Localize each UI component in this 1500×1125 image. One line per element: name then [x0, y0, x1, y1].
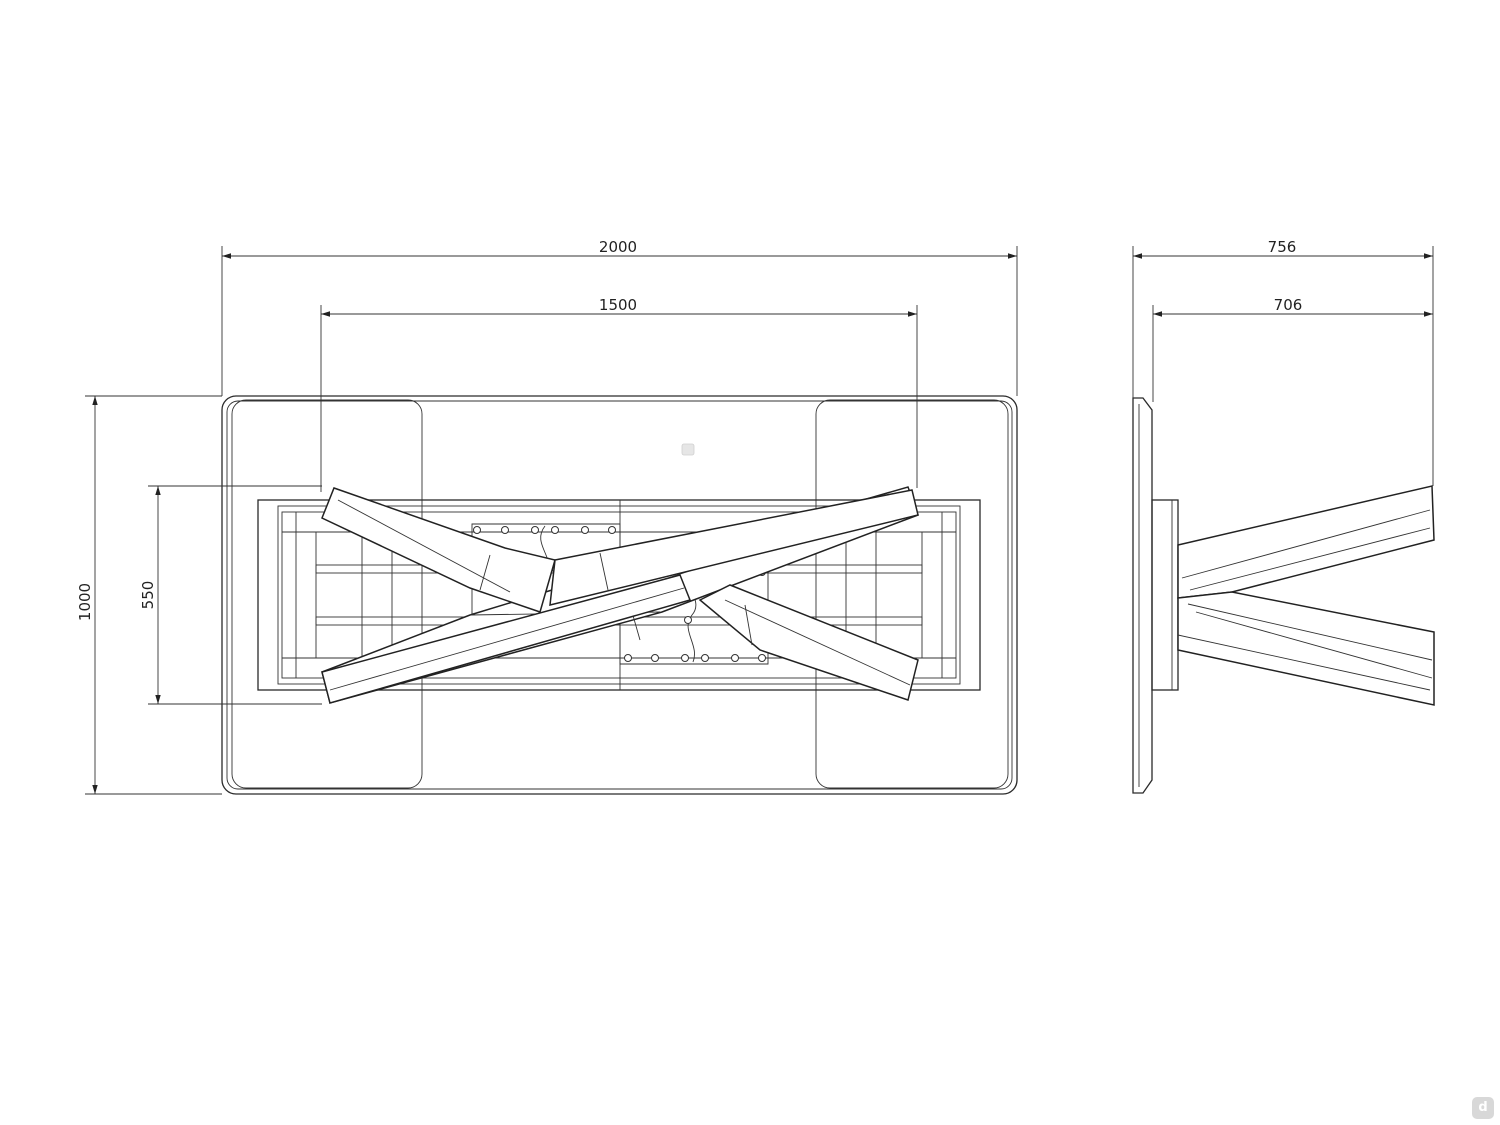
side-leg-upper	[1177, 485, 1435, 599]
dim-text-leg-span: 1500	[599, 296, 637, 314]
dim-text-overall-length: 2000	[599, 238, 637, 256]
tabletop-outline	[221, 395, 1018, 795]
dim-overall-depth: 756	[1132, 238, 1434, 486]
dim-text-leg-depth: 706	[1274, 296, 1303, 314]
watermark-logo: d	[1472, 1097, 1494, 1119]
dim-leg-span: 1500	[320, 296, 918, 492]
side-leg-lower	[1177, 591, 1435, 706]
dim-text-frame-width: 550	[139, 581, 157, 610]
plan-view: 2000 1500 1000 550	[76, 238, 1018, 795]
side-mount-plate	[1151, 499, 1179, 691]
dim-text-overall-width: 1000	[76, 583, 94, 621]
dim-overall-length: 2000	[221, 238, 1018, 396]
crossed-legs	[321, 486, 919, 704]
side-tabletop	[1132, 397, 1153, 794]
dim-leg-depth: 706	[1152, 296, 1433, 402]
dim-overall-width: 1000	[76, 395, 222, 795]
marker-square	[681, 443, 695, 456]
dim-text-overall-depth: 756	[1268, 238, 1297, 256]
side-view: 756 706	[1132, 238, 1435, 794]
dim-frame-width: 550	[139, 485, 322, 705]
